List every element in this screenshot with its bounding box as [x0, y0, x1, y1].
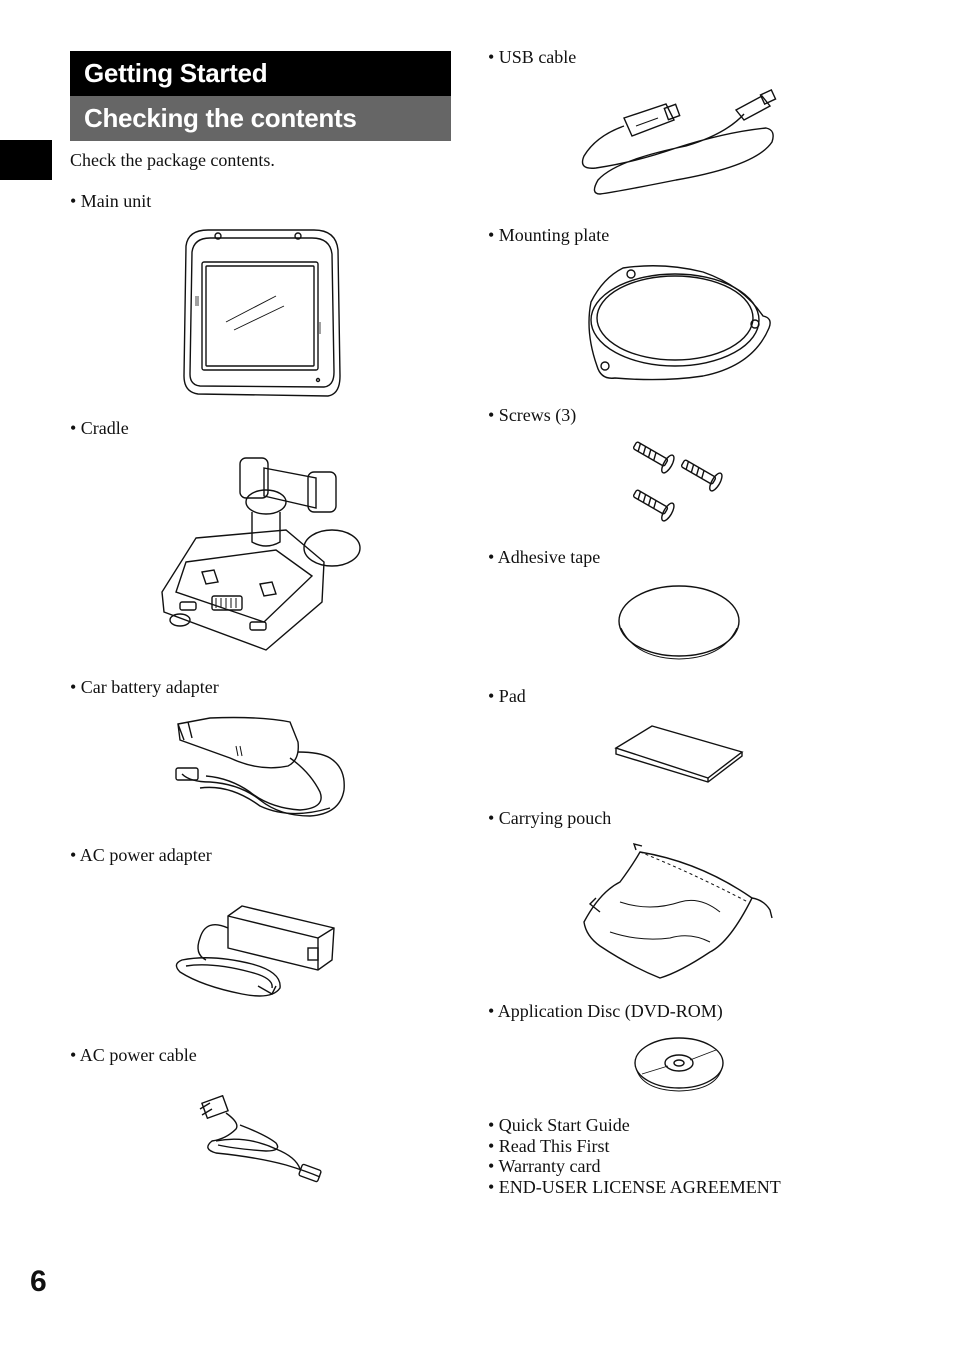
item-label-application-disc: • Application Disc (DVD-ROM): [488, 1001, 723, 1021]
item-label-usb-cable: • USB cable: [488, 47, 577, 67]
main-unit-illustration: [178, 226, 344, 398]
item-label-pad: • Pad: [488, 686, 526, 706]
document-item-quick-start-guide: • Quick Start Guide: [488, 1115, 630, 1135]
item-label-ac-power-adapter: • AC power adapter: [70, 845, 212, 865]
item-label-screws: • Screws (3): [488, 405, 577, 425]
ac-power-cable-illustration: [196, 1095, 326, 1187]
pad-illustration: [612, 722, 746, 786]
item-label-car-battery-adapter: • Car battery adapter: [70, 677, 219, 697]
documents-list: • Quick Start Guide • Read This First • …: [488, 1115, 781, 1197]
page-number: 6: [30, 1265, 47, 1298]
intro-text: Check the package contents.: [70, 150, 275, 170]
cradle-illustration: [156, 452, 364, 656]
mounting-plate-illustration: [583, 262, 775, 384]
section-tab-marker: [0, 140, 52, 180]
disc-illustration: [632, 1036, 726, 1094]
usb-cable-illustration: [576, 84, 782, 204]
item-label-adhesive-tape: • Adhesive tape: [488, 547, 601, 567]
section-subtitle: Checking the contents: [70, 96, 451, 141]
ac-power-adapter-illustration: [172, 898, 338, 1008]
section-title: Getting Started: [70, 51, 451, 96]
document-item-warranty-card: • Warranty card: [488, 1156, 601, 1176]
item-label-ac-power-cable: • AC power cable: [70, 1045, 197, 1065]
adhesive-tape-illustration: [615, 584, 743, 662]
item-label-main-unit: • Main unit: [70, 191, 152, 211]
document-item-eula: • END-USER LICENSE AGREEMENT: [488, 1176, 781, 1197]
item-label-carrying-pouch: • Carrying pouch: [488, 808, 612, 828]
carrying-pouch-illustration: [580, 842, 778, 982]
item-label-cradle: • Cradle: [70, 418, 129, 438]
screws-illustration: [626, 438, 730, 528]
car-battery-adapter-illustration: [170, 712, 352, 826]
document-item-read-this-first: • Read This First: [488, 1135, 610, 1156]
item-label-mounting-plate: • Mounting plate: [488, 225, 610, 245]
